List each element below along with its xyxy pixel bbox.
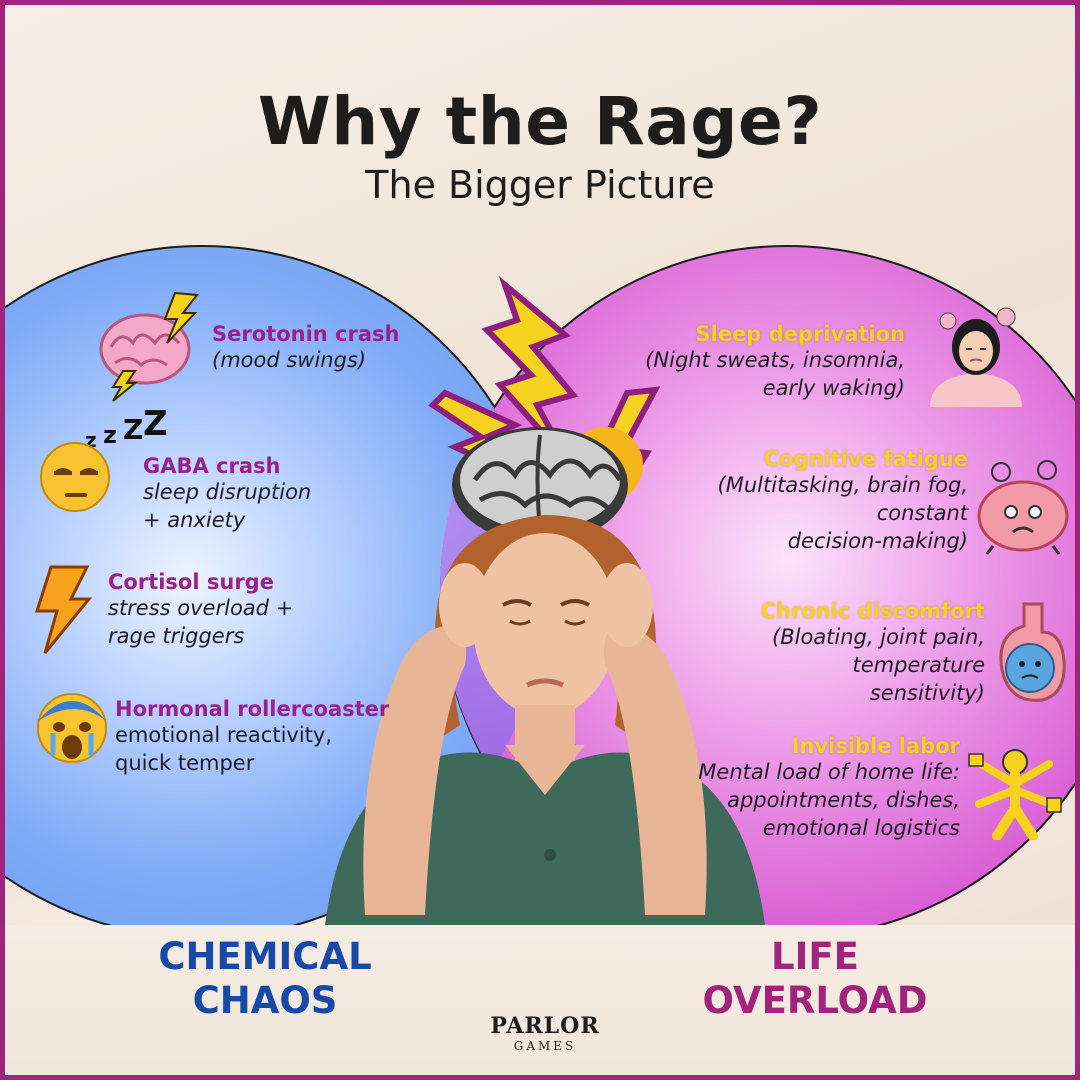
item-desc: + anxiety bbox=[143, 508, 246, 532]
item-desc: (mood swings) bbox=[212, 348, 367, 372]
left-item-serotonin: Serotonin crash (mood swings) bbox=[212, 322, 472, 374]
right-item-cognitive: Cognitive fatigue (Multitasking, brain f… bbox=[645, 447, 968, 555]
item-desc: constant bbox=[876, 501, 968, 525]
item-title: Invisible labor bbox=[791, 734, 960, 758]
item-title: Chronic discomfort bbox=[760, 599, 986, 623]
item-desc: (Multitasking, brain fog, bbox=[717, 473, 968, 497]
left-item-gaba: GABA crash sleep disruption + anxiety bbox=[143, 454, 423, 534]
sleepy-face-icon: z z Z Z bbox=[40, 405, 168, 512]
chemical-chaos-label: CHEMICAL CHAOS bbox=[158, 935, 372, 1022]
screaming-face-icon bbox=[37, 693, 107, 763]
right-item-sleep: Sleep deprivation (Night sweats, insomni… bbox=[595, 322, 905, 402]
parlor-games-logo: PARLOR GAMES bbox=[490, 1013, 600, 1053]
sick-stomach-icon bbox=[999, 602, 1066, 702]
multitasking-person-icon bbox=[968, 749, 1062, 840]
right-item-invisible: Invisible labor Mental load of home life… bbox=[645, 734, 960, 842]
item-desc: sensitivity) bbox=[869, 681, 985, 705]
left-item-cortisol: Cortisol surge stress overload + rage tr… bbox=[108, 570, 398, 650]
item-desc: (Bloating, joint pain, bbox=[772, 625, 985, 649]
svg-text:Z: Z bbox=[123, 413, 143, 446]
item-title: Hormonal rollercoaster bbox=[115, 697, 390, 721]
life-overload-label: LIFE OVERLOAD bbox=[702, 935, 928, 1022]
item-desc: temperature bbox=[852, 653, 985, 677]
item-title: Cognitive fatigue bbox=[763, 447, 968, 471]
tired-woman-icon bbox=[930, 307, 1022, 407]
item-desc: rage triggers bbox=[108, 624, 245, 648]
item-title: Sleep deprivation bbox=[695, 322, 906, 346]
bottom-band bbox=[5, 925, 1075, 1075]
item-desc: emotional logistics bbox=[762, 816, 960, 840]
page-subtitle: The Bigger Picture bbox=[365, 163, 715, 207]
page-title: Why the Rage? bbox=[257, 83, 823, 160]
item-desc: quick temper bbox=[115, 751, 255, 775]
item-desc: early waking) bbox=[762, 376, 905, 400]
item-desc: Mental load of home life: bbox=[698, 760, 960, 784]
item-desc: sleep disruption bbox=[143, 480, 312, 504]
lightning-bolt-icon bbox=[34, 565, 93, 654]
svg-text:Z: Z bbox=[143, 405, 168, 444]
brain-lightning-icon bbox=[99, 291, 199, 402]
item-desc: (Night sweats, insomnia, bbox=[645, 348, 905, 372]
item-desc: stress overload + bbox=[108, 596, 294, 620]
item-title: Serotonin crash bbox=[212, 322, 400, 346]
stressed-brain-icon bbox=[977, 460, 1069, 555]
item-title: GABA crash bbox=[143, 454, 281, 478]
left-item-hormonal: Hormonal rollercoaster emotional reactiv… bbox=[115, 697, 425, 777]
svg-text:z: z bbox=[85, 428, 97, 452]
item-desc: emotional reactivity, bbox=[115, 723, 333, 747]
woman-headache-illustration bbox=[325, 275, 765, 925]
item-title: Cortisol surge bbox=[108, 570, 274, 594]
item-desc: appointments, dishes, bbox=[727, 788, 960, 812]
svg-text:z: z bbox=[103, 421, 117, 449]
halftone-brain-icon bbox=[452, 427, 628, 582]
right-item-chronic: Chronic discomfort (Bloating, joint pain… bbox=[685, 599, 986, 707]
item-desc: decision-making) bbox=[787, 529, 968, 553]
